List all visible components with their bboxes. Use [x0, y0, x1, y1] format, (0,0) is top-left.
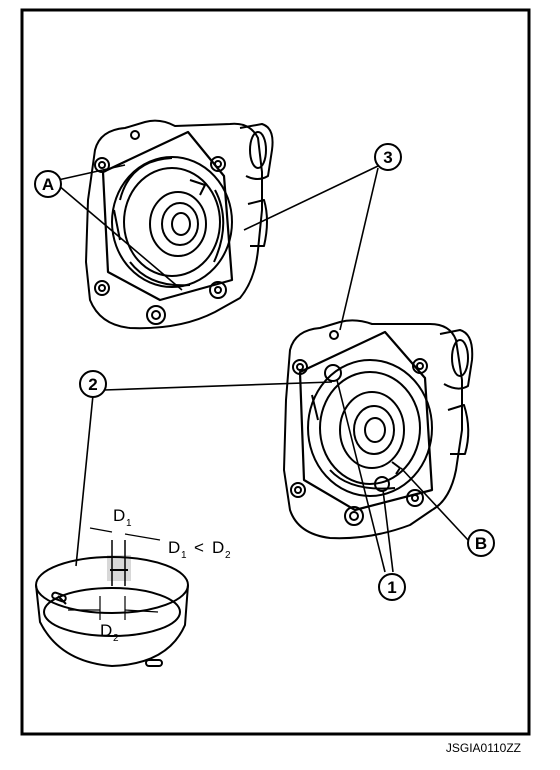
comparison-d1: D — [168, 538, 180, 557]
callout-A-label: A — [42, 175, 54, 194]
cam-ring-detail — [35, 527, 189, 668]
comparison-d2: D — [212, 538, 224, 557]
comparison-operator: < — [194, 538, 204, 557]
diagram-border — [20, 8, 531, 736]
dimension-d1: D 1 — [113, 506, 132, 529]
callout-3-label: 3 — [383, 148, 392, 167]
d2-label: D — [100, 621, 112, 640]
leader-lines — [57, 164, 469, 573]
callout-1-label: 1 — [387, 578, 396, 597]
callout-A: A — [34, 170, 62, 198]
callout-3: 3 — [374, 143, 402, 171]
d1-label: D — [113, 506, 125, 525]
callout-1: 1 — [378, 573, 406, 601]
upper-pump-body — [85, 119, 274, 330]
callout-B: B — [467, 529, 495, 557]
figure-code: JSGIA0110ZZ — [446, 741, 521, 755]
callout-2-label: 2 — [88, 375, 97, 394]
dimension-d2: D 2 — [100, 621, 119, 644]
callout-B-label: B — [475, 534, 487, 553]
d2-subscript: 2 — [113, 633, 119, 644]
comparison-d2-subscript: 2 — [225, 550, 231, 561]
comparison-d1-subscript: 1 — [181, 550, 187, 561]
callout-2: 2 — [79, 370, 107, 398]
d1-subscript: 1 — [126, 518, 132, 529]
lower-pump-body — [283, 319, 474, 540]
dimension-comparison: D 1 < D 2 — [168, 538, 231, 561]
